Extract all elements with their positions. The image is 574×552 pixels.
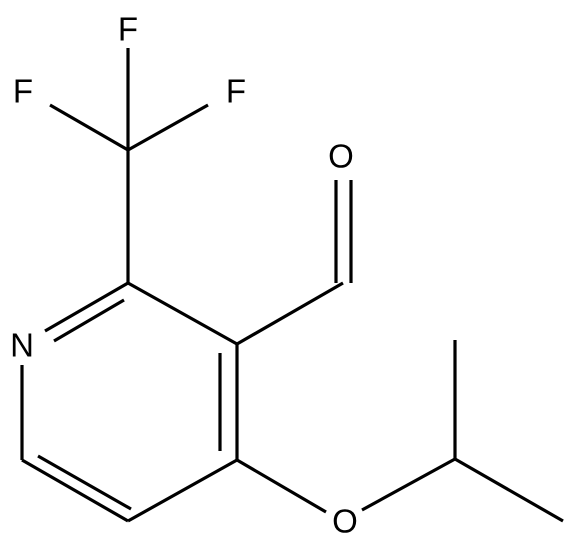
bond-c6-c5-outer bbox=[21, 458, 129, 523]
ring-nitrogen-label: N bbox=[10, 327, 34, 364]
bond-c5-c4 bbox=[127, 458, 238, 523]
bond-c2-n-outer bbox=[44, 281, 129, 333]
fluorine-right-label: F bbox=[226, 73, 246, 110]
ether-oxygen-label: O bbox=[332, 503, 358, 540]
pyridine-ring bbox=[20, 281, 239, 523]
fluorine-left-label: F bbox=[13, 73, 33, 110]
trifluoromethyl-group bbox=[49, 48, 209, 283]
bond-c2-n-inner bbox=[53, 298, 125, 343]
fluorine-top-label: F bbox=[118, 11, 138, 48]
bond-c-f-left bbox=[49, 103, 129, 152]
bond-c3-c2 bbox=[127, 281, 238, 346]
aldehyde-group bbox=[236, 180, 353, 346]
bond-c4-o bbox=[236, 458, 327, 514]
bond-o-ch bbox=[361, 457, 456, 512]
bond-ch-methyl-right bbox=[454, 457, 564, 523]
aldehyde-oxygen-label: O bbox=[328, 138, 354, 175]
isopropoxy-group bbox=[236, 340, 564, 523]
bond-c3-cho bbox=[236, 281, 344, 346]
bond-c6-c5-inner bbox=[37, 454, 132, 511]
bond-c-f-right bbox=[127, 103, 209, 152]
